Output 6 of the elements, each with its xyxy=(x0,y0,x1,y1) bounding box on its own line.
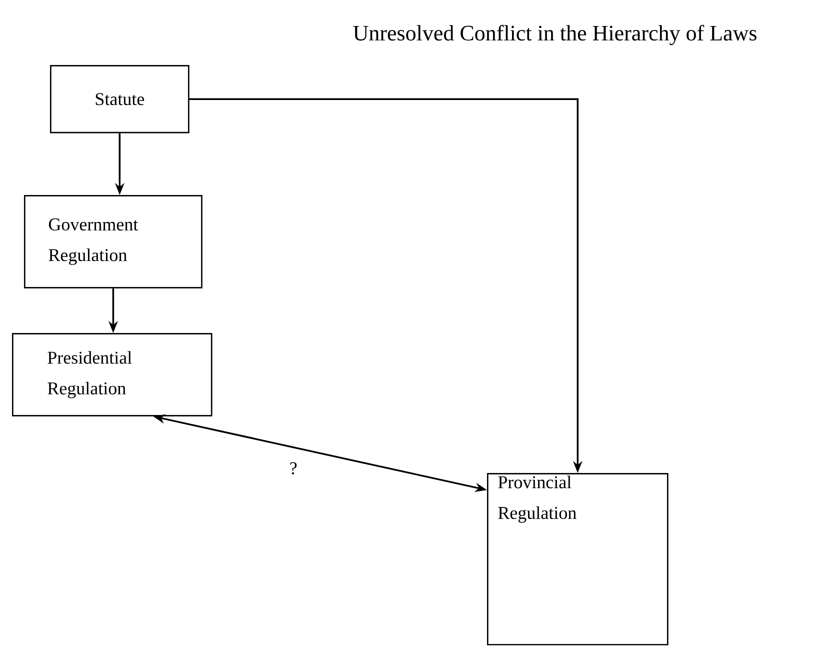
title: Unresolved Conflict in the Hierarchy of Laws xyxy=(353,24,756,46)
regulation-box: Government Regulation xyxy=(24,195,202,288)
edge-label: ? xyxy=(288,460,299,476)
regulation-box: Statute xyxy=(50,65,190,134)
regulation-box: Presidential Regulation xyxy=(12,333,212,416)
regulation-box: Provincial Regulation xyxy=(487,473,668,646)
